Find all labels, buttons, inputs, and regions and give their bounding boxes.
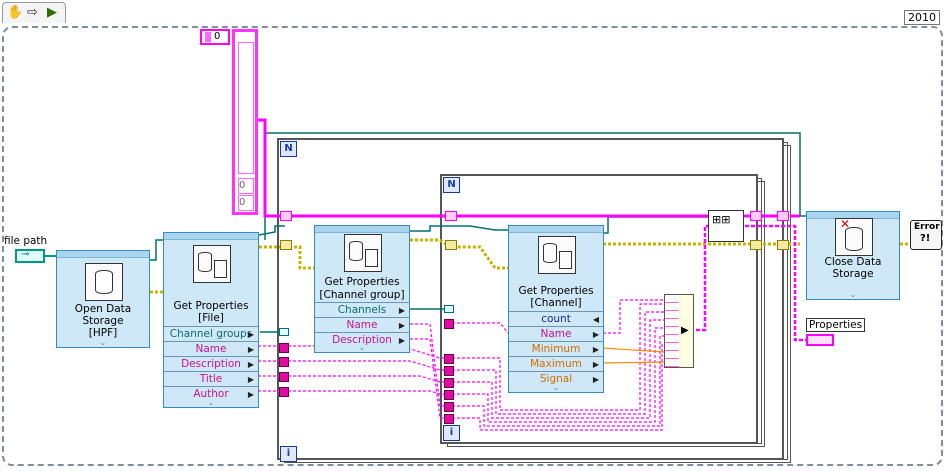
toolbar-tab: ✋ ⇨ ▶ <box>2 2 66 23</box>
bundle-arrow-icon: ▶ <box>681 325 689 336</box>
string-array-tunnel-inner <box>445 211 457 221</box>
storage-close-icon: ✕ <box>835 217 873 256</box>
property-signal[interactable]: Signal▶ <box>509 371 603 387</box>
toolbar: ✋ ⇨ ▶ 2010 <box>0 0 946 26</box>
property-name[interactable]: Name▶ <box>315 317 409 333</box>
properties-indicator[interactable] <box>806 334 834 346</box>
array-grid-icon: ⊞⊞ <box>712 213 731 226</box>
property-author[interactable]: Author▶ <box>164 386 258 402</box>
string-array-tunnel-outer <box>280 211 292 221</box>
properties-icon <box>193 245 231 283</box>
get-properties-channel-node[interactable]: Get Properties [Channel] count◀ Name▶ Mi… <box>508 225 604 393</box>
close-data-storage-node[interactable]: ✕ Close Data Storage ⌄ <box>806 211 900 300</box>
cluster-inputs <box>665 295 679 367</box>
build-array-node[interactable]: ⊞⊞ <box>708 210 744 242</box>
diagram-frame <box>2 26 943 466</box>
arrow-right-icon[interactable]: ⇨ <box>27 5 38 20</box>
property-name[interactable]: Name▶ <box>509 326 603 342</box>
properties-icon <box>344 234 382 272</box>
description-tunnel <box>279 357 289 367</box>
get-properties-file-node[interactable]: Get Properties [File] Channel groups▶ Na… <box>163 232 259 408</box>
inner-tunnel-4 <box>444 390 454 400</box>
version-label: 2010 <box>904 10 940 25</box>
run-highlight-icon[interactable]: ▶ <box>47 5 57 20</box>
string-array-constant[interactable]: 0 0 0 <box>200 29 260 215</box>
shift-register-inner <box>750 211 762 221</box>
array-index-display[interactable]: 0 <box>200 29 230 45</box>
expand-chevron-icon[interactable]: ⌄ <box>99 338 107 347</box>
inner-loop-count: N <box>443 177 460 193</box>
inner-tunnel-6 <box>444 414 454 424</box>
storage-open-icon <box>85 263 123 301</box>
channel-groups-tunnel <box>279 328 289 336</box>
property-maximum[interactable]: Maximum▶ <box>509 356 603 372</box>
author-tunnel <box>279 387 289 397</box>
inner-tunnel-5 <box>444 402 454 412</box>
property-minimum[interactable]: Minimum▶ <box>509 341 603 357</box>
property-description[interactable]: Description▶ <box>315 332 409 348</box>
outer-loop-index: i <box>280 446 297 462</box>
group-name-tunnel <box>444 319 454 329</box>
expand-chevron-icon[interactable]: ⌄ <box>552 383 560 392</box>
properties-label: Properties <box>806 318 866 332</box>
open-data-storage-node[interactable]: Open Data Storage [HPF] ⌄ <box>56 250 150 348</box>
expand-chevron-icon[interactable]: ⌄ <box>849 290 857 299</box>
array-element-column: 0 0 <box>232 29 258 215</box>
inner-loop-index: i <box>443 425 460 441</box>
error-tunnel-inner <box>445 240 457 250</box>
build-cluster-node[interactable]: ▶ <box>664 294 694 368</box>
get-properties-channel-group-node[interactable]: Get Properties [Channel group] Channels▶… <box>314 225 410 353</box>
error-out-indicator[interactable]: Error ?! <box>910 220 942 250</box>
error-tunnel-outer-out <box>777 240 789 250</box>
channels-tunnel <box>444 305 454 313</box>
property-channel-groups[interactable]: Channel groups▶ <box>164 326 258 342</box>
error-tunnel-inner-out <box>750 240 762 250</box>
property-channels[interactable]: Channels▶ <box>315 302 409 318</box>
file-path-label: file path <box>4 235 48 247</box>
property-name[interactable]: Name▶ <box>164 341 258 357</box>
outer-loop-count: N <box>280 141 297 157</box>
path-icon: ⊸ <box>21 249 30 260</box>
hand-icon[interactable]: ✋ <box>7 5 24 20</box>
expand-chevron-icon[interactable]: ⌄ <box>358 343 366 352</box>
inner-tunnel-3 <box>444 378 454 388</box>
inner-tunnel-1 <box>444 354 454 364</box>
array-element-2: 0 <box>238 195 254 211</box>
property-description[interactable]: Description▶ <box>164 356 258 372</box>
title-tunnel <box>279 372 289 382</box>
array-element-1: 0 <box>238 178 254 194</box>
property-count[interactable]: count◀ <box>509 311 603 327</box>
expand-chevron-icon[interactable]: ⌄ <box>207 398 215 407</box>
properties-icon <box>538 236 576 274</box>
shift-register-outer <box>777 211 789 221</box>
array-cells <box>238 42 254 174</box>
name-tunnel <box>279 343 289 353</box>
file-path-control[interactable]: ⊸ <box>15 249 45 263</box>
error-icon: ?! <box>920 233 931 244</box>
inner-tunnel-2 <box>444 366 454 376</box>
property-title[interactable]: Title▶ <box>164 371 258 387</box>
error-tunnel-outer <box>280 240 292 250</box>
